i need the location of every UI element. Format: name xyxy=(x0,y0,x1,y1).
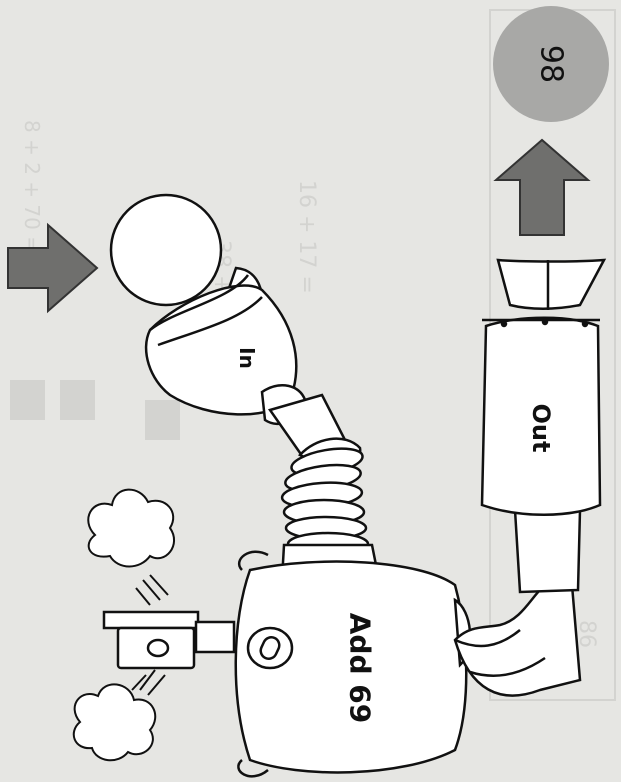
chimney xyxy=(104,612,234,668)
answer-circle: 98 xyxy=(493,6,609,122)
elbow-pipe xyxy=(455,510,580,696)
operation-label: Add 69 xyxy=(344,613,377,723)
faint-expression-2: 16 + 17 = xyxy=(294,180,319,294)
faint-expression-3: 8 + 2 + 70 = xyxy=(20,120,44,253)
output-arrow-icon xyxy=(496,140,588,235)
output-cylinder xyxy=(482,260,604,515)
output-label: Out xyxy=(527,404,555,453)
input-ball xyxy=(111,195,221,305)
input-label: In xyxy=(235,347,259,369)
answer-value: 98 xyxy=(534,45,569,83)
spring-coils xyxy=(281,444,368,555)
